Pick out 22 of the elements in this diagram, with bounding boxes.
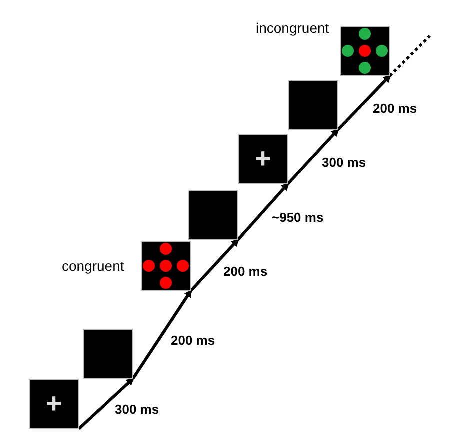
blank-screen bbox=[188, 190, 238, 240]
dotted-continuation-line bbox=[388, 34, 432, 78]
fixation-screen bbox=[238, 134, 288, 184]
duration-label: 200 ms bbox=[170, 333, 216, 348]
timeline-arrow bbox=[286, 128, 340, 186]
timeline-arrow bbox=[132, 289, 192, 380]
duration-label: 200 ms bbox=[222, 264, 269, 278]
condition-label: incongruent bbox=[256, 20, 330, 36]
fixation-screen bbox=[29, 379, 79, 429]
fixation-cross: + bbox=[44, 390, 64, 418]
timeline-arrow bbox=[78, 378, 134, 430]
fixation-cross: + bbox=[254, 145, 272, 173]
timeline-arrow bbox=[190, 238, 240, 292]
condition-label: congruent bbox=[62, 258, 124, 274]
duration-label: 200 ms bbox=[372, 101, 418, 116]
duration-label: 300 ms bbox=[114, 402, 160, 417]
blank-screen bbox=[83, 329, 133, 379]
duration-label: ~950 ms bbox=[271, 210, 325, 225]
timeline-arrow bbox=[236, 182, 290, 241]
blank-screen bbox=[288, 80, 338, 130]
timeline-arrow bbox=[336, 74, 392, 132]
duration-label: 300 ms bbox=[321, 155, 368, 170]
